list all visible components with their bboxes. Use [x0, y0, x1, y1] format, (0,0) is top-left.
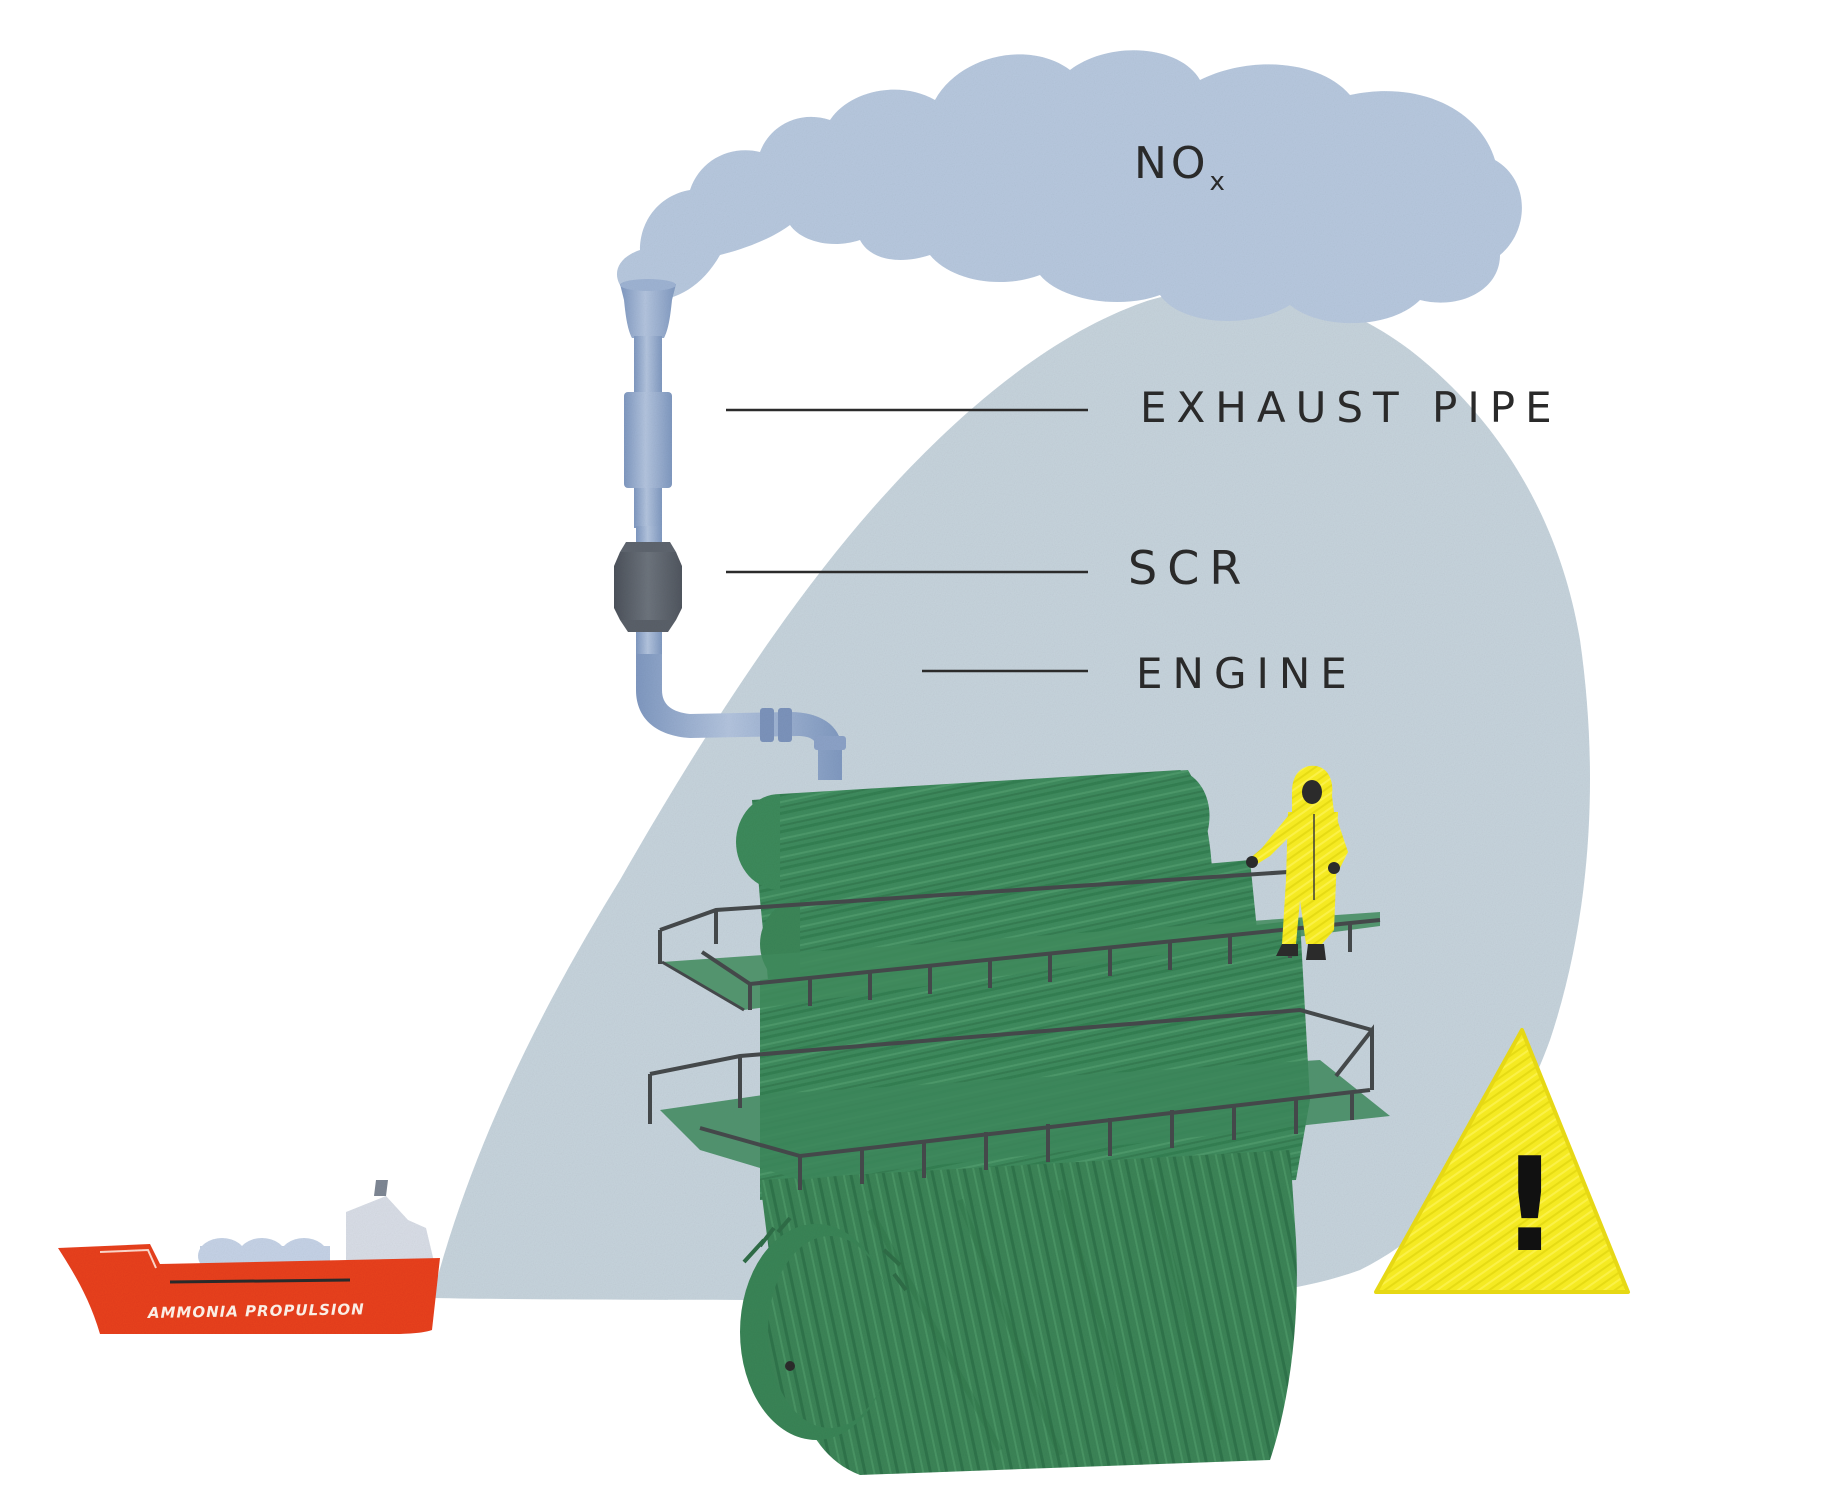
engine-connector-pipe	[636, 654, 846, 780]
ship-hull	[58, 1244, 440, 1334]
warning-exclamation: !	[1500, 1129, 1559, 1281]
exhaust-pipe	[620, 279, 676, 528]
warning-triangle-icon: !	[1374, 1028, 1630, 1294]
nox-main-text: NO	[1134, 138, 1210, 189]
nox-subscript: x	[1210, 167, 1229, 197]
exhaust-pipe-label: EXHAUST PIPE	[1140, 383, 1562, 432]
ship-hull-text: AMMONIA PROPULSION	[147, 1300, 365, 1322]
ship-icon: AMMONIA PROPULSION	[58, 1180, 440, 1334]
lower-platform	[648, 1007, 1390, 1190]
smoke-cloud	[616, 50, 1522, 324]
scr-unit	[614, 526, 682, 654]
nox-label: NOx	[1134, 138, 1229, 197]
scr-label: SCR	[1128, 541, 1251, 595]
upper-platform	[658, 868, 1381, 1012]
engine-label: ENGINE	[1136, 649, 1357, 698]
hazmat-worker-icon	[1246, 765, 1348, 960]
